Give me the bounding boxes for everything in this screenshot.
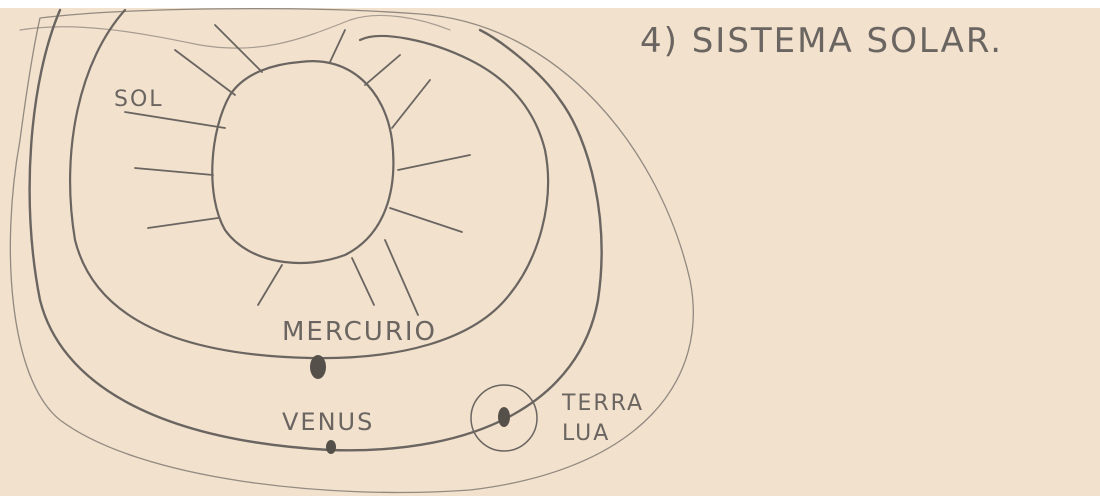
sun-label: SOL <box>114 87 164 112</box>
top-scribble-line <box>20 15 450 48</box>
earth-planet <box>498 407 510 427</box>
sun-shape <box>212 61 393 263</box>
title-text: 4) SISTEMA SOLAR. <box>640 21 1003 61</box>
earth-label: TERRA <box>561 391 644 416</box>
outer-orbit-line <box>30 10 602 450</box>
sun-rays <box>125 25 470 315</box>
scan-border-bottom <box>0 496 1100 501</box>
mercury-planet <box>310 355 326 379</box>
mercury-label: MERCURIO <box>282 317 437 347</box>
venus-planet <box>326 440 336 454</box>
venus-label: VENUS <box>282 408 374 436</box>
moon-label: LUA <box>562 421 610 446</box>
